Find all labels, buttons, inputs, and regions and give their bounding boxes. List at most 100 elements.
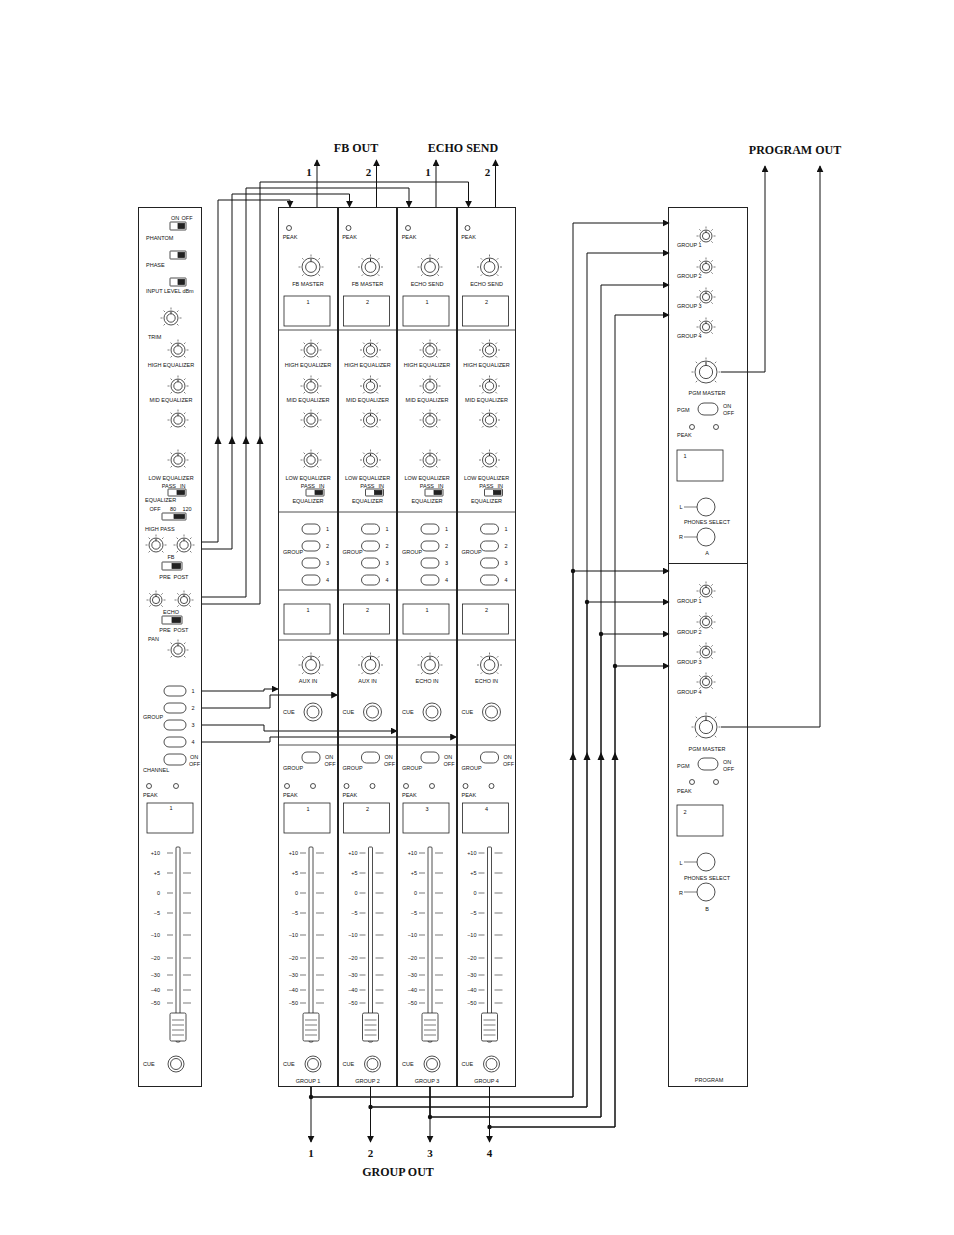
knob-scale-tick [489, 653, 490, 655]
knob-scale-tick [489, 255, 490, 257]
scribble-strip [344, 803, 390, 833]
knob-scale-tick [699, 615, 700, 616]
knob-scale-tick [699, 290, 700, 291]
panel-label: PRE [159, 575, 170, 581]
knob-scale-tick [692, 372, 694, 373]
output-number: 2 [485, 167, 491, 178]
group-assign-button [302, 575, 320, 585]
fader-tick [435, 990, 443, 991]
fader-tick [183, 913, 191, 914]
slide-switch [170, 251, 186, 259]
fader-tick [183, 975, 191, 976]
knob-pointer [430, 380, 431, 382]
knob-scale-tick [423, 466, 424, 467]
knob-scale-tick [423, 343, 424, 344]
knob-scale-tick [168, 420, 170, 421]
fader-tick [479, 935, 485, 936]
panel-label: GROUP [283, 550, 303, 556]
pgm-button [698, 403, 718, 415]
knob-body [421, 258, 439, 276]
fader-knob-grip [424, 1035, 436, 1036]
pgm-button [698, 758, 718, 770]
output-number: 2 [366, 167, 372, 178]
knob-scale-tick [497, 274, 498, 275]
fader-tick [183, 853, 191, 854]
panel-label: ON [444, 755, 452, 761]
panel-label: −20 [408, 956, 417, 962]
knob-scale-tick [311, 450, 312, 452]
knob-scale-tick [697, 591, 699, 592]
knob-scale-tick [421, 656, 422, 657]
knob-scale-tick [318, 656, 319, 657]
panel-label: PASS [360, 484, 374, 490]
panel-label: PEAK [461, 235, 476, 241]
knob-scale-tick [699, 627, 700, 628]
fader-tick [300, 958, 306, 959]
panel-label: PGM [677, 408, 690, 414]
phones-select-button [697, 528, 715, 546]
knob-scale-tick [439, 460, 441, 461]
knob-pointer [430, 414, 431, 416]
knob-scale-tick [189, 605, 190, 606]
fader-knob [363, 1013, 379, 1041]
knob-scale-tick [317, 343, 318, 344]
knob-scale-tick [184, 453, 185, 454]
fader-tick [167, 990, 173, 991]
panel-label: POST [174, 628, 189, 634]
switch-lever [174, 515, 185, 519]
knob-scale-tick [437, 274, 438, 275]
fader-tick [167, 975, 173, 976]
knob-body [364, 453, 378, 467]
fader-tick [419, 893, 425, 894]
knob-body [171, 343, 185, 357]
knob-pointer [706, 262, 707, 264]
knob-scale-tick [697, 682, 699, 683]
peak-led [287, 226, 292, 231]
fader-tick [360, 1003, 366, 1004]
knob-scale-tick [304, 413, 305, 414]
signal-wire [202, 695, 338, 708]
fader-tick [300, 853, 306, 854]
knob-scale-tick [370, 255, 371, 257]
cue-button-cap [367, 1059, 378, 1070]
fader-tick [495, 913, 503, 914]
panel-label: GROUP 2 [677, 630, 702, 636]
fader-tick [300, 913, 306, 914]
fader-tick [376, 975, 384, 976]
panel-label: −5 [470, 911, 476, 917]
panel-label: GROUP [283, 766, 303, 772]
knob-body [483, 453, 497, 467]
group-assign-button [362, 541, 380, 551]
knob-scale-tick [479, 350, 481, 351]
panel-label: +5 [154, 871, 160, 877]
panel-label: PEAK [343, 793, 358, 799]
panel-label: 1 [306, 807, 309, 813]
panel-label: +10 [289, 851, 298, 857]
panel-label: HIGH EQUALIZER [148, 363, 194, 369]
knob-cap [307, 346, 315, 354]
peak-led [690, 425, 695, 430]
fader-tick [183, 958, 191, 959]
slide-switch [306, 489, 324, 496]
panel-label: HIGH EQUALIZER [285, 363, 331, 369]
knob-scale-tick [360, 460, 362, 461]
knob-cap [152, 596, 159, 603]
knob-scale-tick [714, 236, 716, 237]
knob-scale-tick [479, 420, 481, 421]
phones-select-button [697, 498, 715, 516]
knob-scale-tick [420, 386, 422, 387]
fader-tick [479, 958, 485, 959]
knob-scale-tick [164, 324, 165, 325]
panel-label: +10 [408, 851, 417, 857]
panel-label: PEAK [283, 235, 298, 241]
knob-pointer [311, 657, 312, 660]
output-arrow [721, 166, 765, 372]
knob-cap [426, 382, 434, 390]
knob-scale-tick [317, 413, 318, 414]
panel-label: −5 [154, 911, 160, 917]
knob-scale-tick [184, 535, 185, 537]
panel-label: +10 [348, 851, 357, 857]
fader-tick [360, 990, 366, 991]
signal-wire [202, 194, 350, 549]
panel-label: PASS [420, 484, 434, 490]
